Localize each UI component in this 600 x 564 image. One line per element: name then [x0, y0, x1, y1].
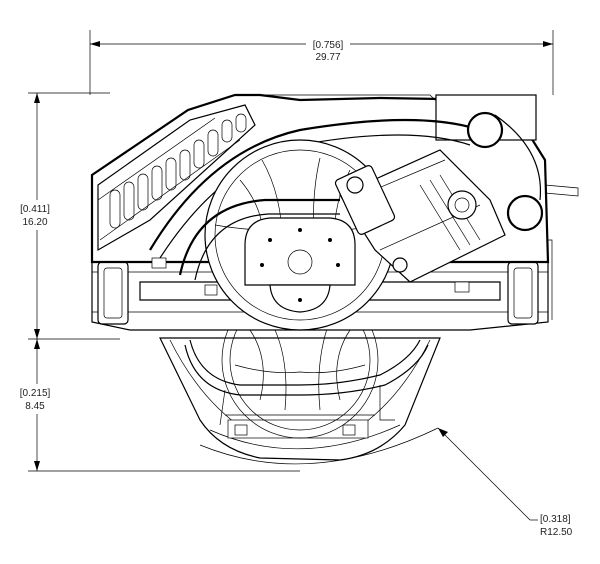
lower-height-value-label: 8.45	[25, 401, 45, 412]
lower-height-bracket-label: [0.215]	[20, 388, 51, 399]
upper-height-value-label: 16.20	[22, 217, 47, 228]
width-dimension: [0.756] 29.77	[89, 30, 554, 95]
width-bracket-label: [0.756]	[313, 40, 344, 51]
radius-value-label: R12.50	[540, 527, 573, 538]
upper-height-bracket-label: [0.411]	[20, 204, 50, 215]
engine-body	[90, 93, 579, 461]
upper-height-dimension: [0.411] 16.20	[16, 92, 120, 340]
lower-height-dimension: [0.215] 8.45	[16, 339, 300, 472]
width-value-label: 29.77	[315, 52, 340, 63]
radius-bracket-label: [0.318]	[540, 514, 571, 525]
radius-dimension: [0.318] R12.50	[199, 427, 573, 538]
